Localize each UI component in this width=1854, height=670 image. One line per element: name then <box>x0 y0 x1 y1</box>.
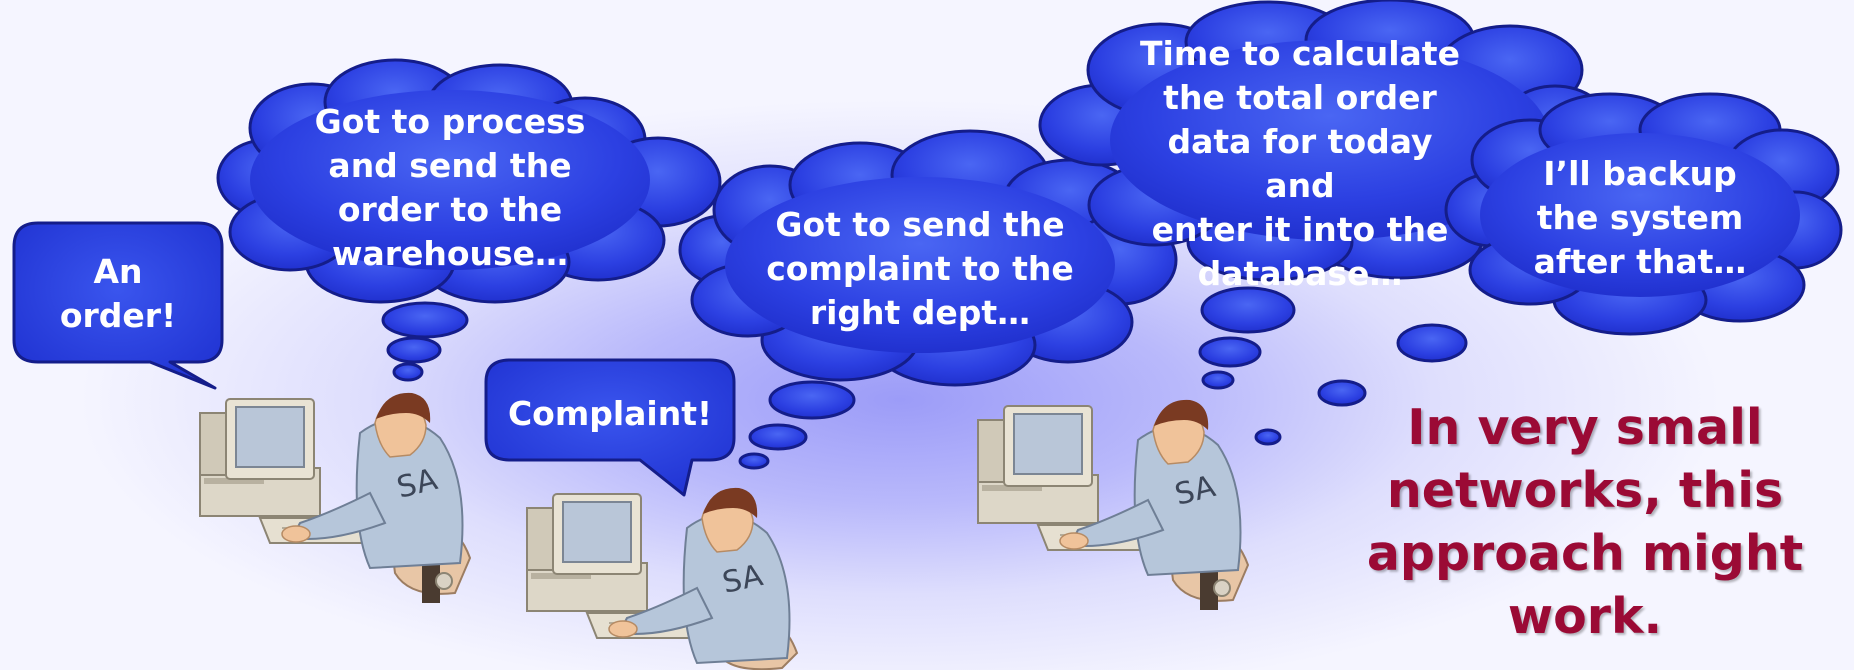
speech-order-line: An <box>93 252 143 291</box>
speech-complaint-line: Complaint! <box>507 394 713 433</box>
person-icon: SA <box>1059 399 1242 577</box>
thought-line: the total order <box>1163 78 1437 117</box>
conclusion-note: In very small networks, this approach mi… <box>1355 396 1815 648</box>
note-line: work. <box>1507 588 1663 645</box>
speech-complaint-text: Complaint! <box>490 392 730 436</box>
thought-cloud-send-complaint <box>678 129 1178 470</box>
thought-backup-text: I’ll backup the system after that… <box>1510 152 1770 284</box>
thought-line: and send the <box>328 146 572 185</box>
person-icon: SA <box>608 487 791 665</box>
thought-line: warehouse… <box>331 234 569 273</box>
thought-line: complaint to the <box>766 249 1074 288</box>
thought-line: enter it into the <box>1151 210 1449 249</box>
thought-line: I’ll backup <box>1543 154 1737 193</box>
thought-send-complaint-text: Got to send the complaint to the right d… <box>760 203 1080 335</box>
note-line: In very small <box>1407 399 1763 456</box>
thought-line: Got to process <box>314 102 586 141</box>
thought-cloud-calculate-total <box>1038 0 1613 390</box>
thought-cloud-backup <box>1254 92 1843 446</box>
speech-bubble-complaint <box>484 358 736 497</box>
thought-bubble-trail <box>1254 323 1468 446</box>
thought-line: Time to calculate <box>1140 34 1460 73</box>
sysadmin-worker-2: SA <box>526 487 799 670</box>
thought-line: the system <box>1536 198 1744 237</box>
computer-icon <box>199 398 392 544</box>
thought-line: database… <box>1197 254 1403 293</box>
thought-line: order to the <box>337 190 563 229</box>
thought-bubble-trail <box>1198 286 1296 390</box>
speech-bubble-order <box>12 221 224 390</box>
thought-line: after that… <box>1533 242 1747 281</box>
thought-bubble-trail <box>381 301 469 382</box>
thought-line: right dept… <box>809 293 1031 332</box>
speech-order-line: order! <box>59 296 177 335</box>
note-line: networks, this <box>1386 462 1784 519</box>
thought-bubble-trail <box>738 380 856 470</box>
sysadmin-worker-3: SA <box>977 399 1250 610</box>
thought-calculate-total-text: Time to calculate the total order data f… <box>1130 32 1470 296</box>
thought-line: data for today and <box>1167 122 1433 205</box>
thought-cloud-process-order <box>216 58 722 382</box>
note-line: approach might <box>1366 525 1804 582</box>
person-icon: SA <box>281 392 464 570</box>
shirt-label: SA <box>719 558 766 601</box>
speech-order-text: An order! <box>20 250 216 338</box>
thought-line: Got to send the <box>775 205 1065 244</box>
thought-process-order-text: Got to process and send the order to the… <box>300 100 600 276</box>
sysadmin-worker-1: SA <box>199 392 472 603</box>
